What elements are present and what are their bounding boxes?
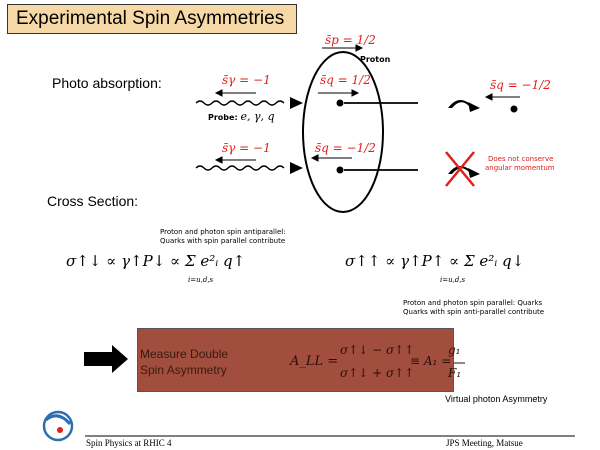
photon-spin-arrow-top: [214, 89, 256, 97]
formula-parallel: σ↑↑ ∝ γ↑P↑ ∝ Σ e²ᵢ q↓: [345, 252, 525, 270]
photon-spin-label-bottom: s̄γ = −1: [222, 141, 271, 155]
probe-text: Probe:: [208, 113, 238, 122]
formula-antiparallel-sum-index: i=u,d,s: [188, 276, 214, 284]
virtual-photon-label: Virtual photon Asymmetry: [445, 394, 548, 404]
formula-parallel-sum-index: i=u,d,s: [440, 276, 466, 284]
g1-symbol: g₁: [448, 343, 461, 357]
proton-spin-label: s̄p = 1/2: [325, 33, 376, 47]
quark-spin-arrow-top: [318, 89, 360, 97]
proton-label: Proton: [360, 55, 391, 64]
photo-absorption-heading: Photo absorption:: [52, 75, 162, 91]
anti-note-line2: Quarks with spin parallel contribute: [160, 237, 286, 245]
proton-ellipse: [302, 51, 384, 213]
all-symbol: A_LL =: [290, 354, 339, 369]
photon-wave-bottom: [195, 165, 285, 171]
asym-numerator: σ↑↓ − σ↑↑: [340, 343, 415, 357]
footer-left: Spin Physics at RHIC 4: [86, 438, 172, 448]
quark-dot-top: [336, 99, 344, 107]
photon-arrowhead-top: [290, 97, 303, 109]
transition-arrow-top: [448, 100, 480, 112]
measure-line1: Measure Double: [140, 347, 229, 361]
probe-symbols: e, γ, q: [240, 110, 275, 123]
photon-spin-label-top: s̄γ = −1: [222, 73, 271, 87]
a1-symbol: ≡ A₁ =: [410, 354, 452, 368]
measure-line2: Spin Asymmetry: [140, 363, 227, 377]
forbidden-cross: [445, 151, 475, 187]
quark-spin-label-bottom: s̄q = −1/2: [315, 141, 376, 155]
result-spin-arrow: [484, 93, 520, 101]
photon-spin-arrow-bottom: [214, 156, 256, 164]
not-conserve-line2: angular momentum: [485, 164, 555, 172]
result-quark-dot: [510, 105, 518, 113]
asym-denominator: σ↑↓ + σ↑↑: [340, 366, 415, 380]
quark-dot-bottom: [336, 166, 344, 174]
par-note-line1: Proton and photon spin parallel: Quarks: [403, 299, 543, 307]
pointer-arrow: [84, 345, 128, 373]
proton-spin-arrow: [322, 44, 364, 52]
transition-arrow-bottom: [448, 166, 480, 178]
formula-antiparallel: σ↑↓ ∝ γ↑P↓ ∝ Σ e²ᵢ q↑: [66, 252, 246, 270]
measure-box: [137, 328, 454, 392]
photon-arrowhead-bottom: [290, 162, 303, 174]
logo-icon: [42, 410, 74, 442]
footer-right: JPS Meeting, Matsue: [446, 438, 523, 448]
not-conserve-line1: Does not conserve: [488, 155, 554, 163]
f1-symbol: F₁: [448, 366, 462, 380]
cross-section-heading: Cross Section:: [47, 193, 139, 209]
photon-wave-top: [195, 100, 285, 106]
par-note-line2: Quarks with spin anti-parallel contribut…: [403, 308, 545, 316]
quark-spin-label-top: s̄q = 1/2: [320, 73, 371, 87]
anti-note-line1: Proton and photon spin antiparallel:: [160, 228, 286, 236]
quark-spin-label-right: s̄q = −1/2: [490, 78, 551, 92]
page-title: Experimental Spin Asymmetries: [7, 4, 297, 34]
probe-label: Probe: e, γ, q: [208, 110, 275, 123]
quark-spin-arrow-bottom: [310, 154, 352, 162]
